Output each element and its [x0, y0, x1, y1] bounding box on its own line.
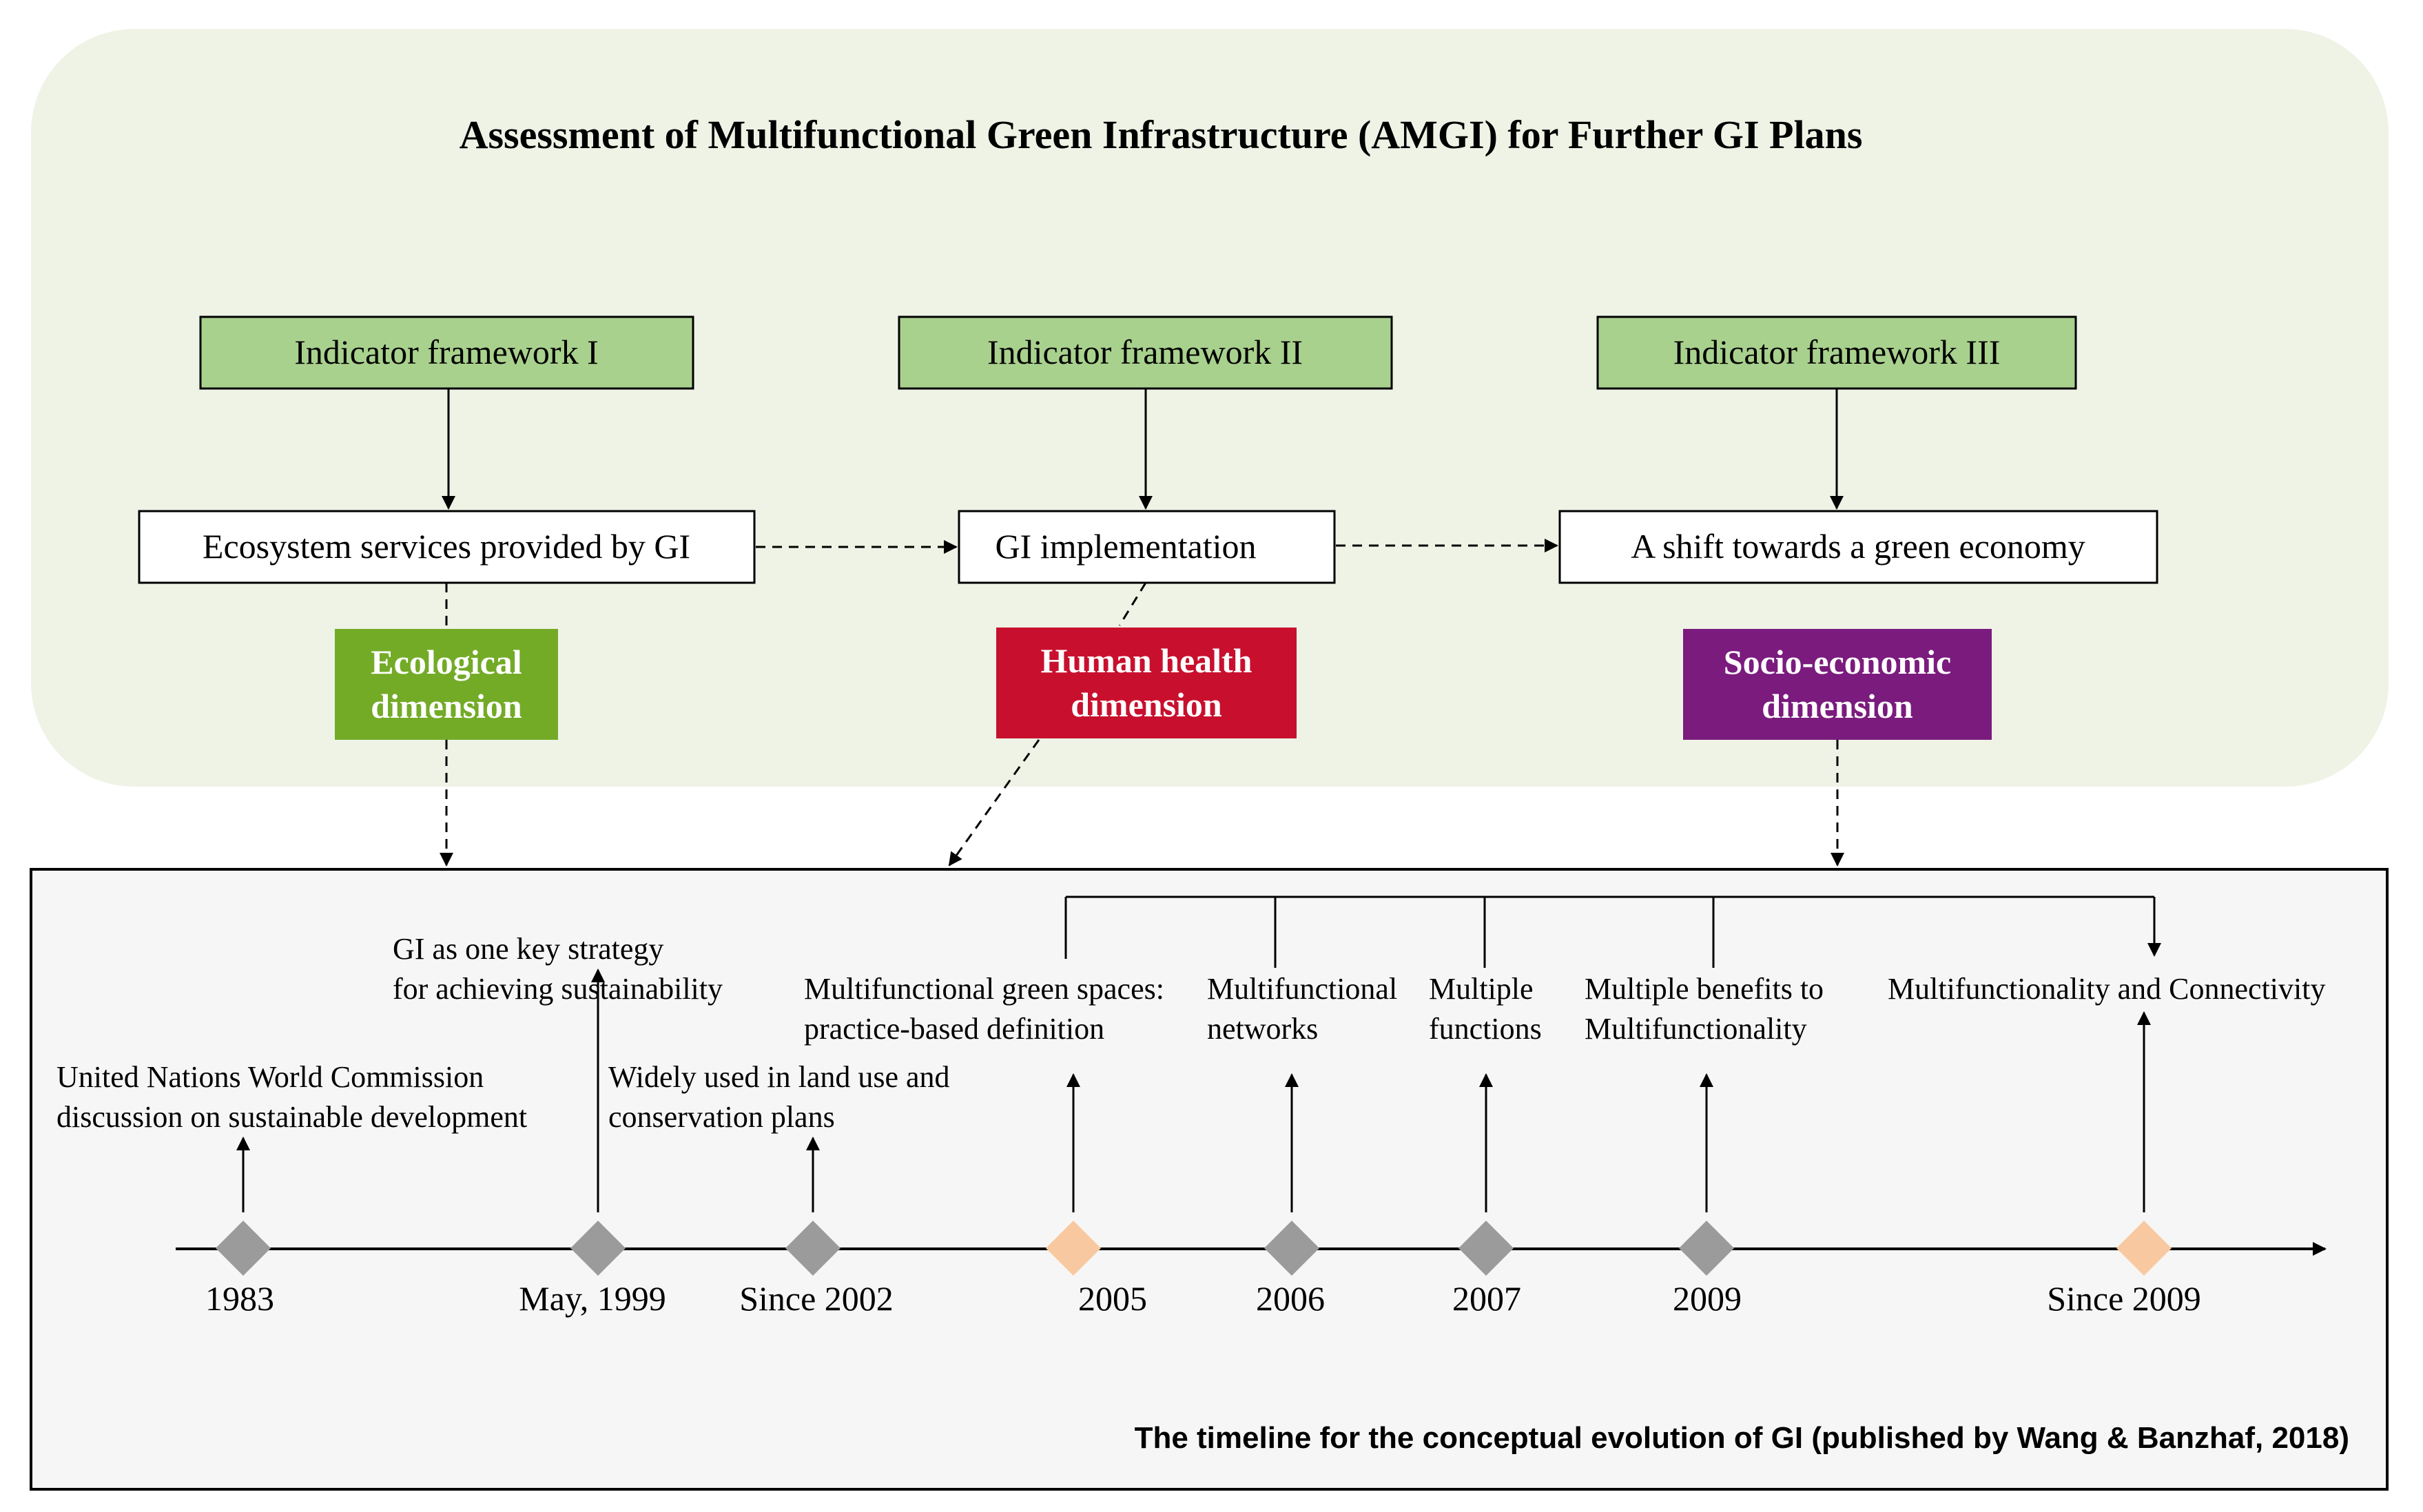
event-desc-2009-line2: Multifunctionality — [1585, 1012, 1807, 1046]
event-marker-may-1999 — [570, 1221, 626, 1276]
event-year-2006: 2006 — [1256, 1279, 1325, 1318]
framework-label-1: Indicator framework I — [294, 333, 598, 371]
stage-label-3: A shift towards a green economy — [1631, 527, 2085, 566]
event-marker-2006 — [1264, 1221, 1319, 1276]
event-marker-since-2009 — [2116, 1221, 2172, 1276]
timeline-event-since-2009: Since 2009 Multifunctionality and Connec… — [1888, 972, 2325, 1318]
framework-label-2: Indicator framework II — [987, 333, 1303, 371]
event-desc-2007-line2: functions — [1429, 1012, 1542, 1046]
event-year-since-2009: Since 2009 — [2047, 1279, 2201, 1318]
event-desc-2005-line2: practice-based definition — [804, 1012, 1104, 1046]
dimension-label-socio-economic-line1: Socio-economic — [1724, 643, 1951, 681]
event-desc-since-2002-line2: conservation plans — [608, 1100, 835, 1134]
timeline-event-1983: 1983 United Nations World Commission dis… — [56, 1060, 527, 1318]
event-marker-2009 — [1679, 1221, 1734, 1276]
dimension-label-ecological-line2: dimension — [371, 687, 522, 725]
event-desc-2005-line1: Multifunctional green spaces: — [804, 972, 1164, 1006]
event-year-since-2002: Since 2002 — [739, 1279, 894, 1318]
event-year-may-1999: May, 1999 — [519, 1279, 666, 1318]
framework-box-1: Indicator framework I — [199, 315, 694, 390]
assessment-panel — [31, 29, 2389, 787]
event-desc-since-2002-line1: Widely used in land use and — [608, 1060, 950, 1094]
event-desc-since-2009-line1: Multifunctionality and Connectivity — [1888, 972, 2325, 1006]
event-year-2005: 2005 — [1078, 1279, 1147, 1318]
event-marker-2007 — [1458, 1221, 1514, 1276]
timeline-event-2009: 2009 Multiple benefits to Multifunctiona… — [1585, 972, 1824, 1318]
framework-box-3: Indicator framework III — [1596, 315, 2077, 390]
event-marker-since-2002 — [785, 1221, 841, 1276]
event-desc-may-1999-line1: GI as one key strategy — [393, 932, 663, 966]
timeline-caption: The timeline for the conceptual evolutio… — [1135, 1421, 2349, 1455]
timeline-events: 1983 United Nations World Commission dis… — [56, 932, 2325, 1318]
stage-dimension-link-2 — [1118, 582, 1147, 626]
stage-label-2: GI implementation — [995, 527, 1256, 566]
stage-box-1: Ecosystem services provided by GI — [138, 510, 756, 584]
framework-label-3: Indicator framework III — [1673, 333, 2001, 371]
timeline-event-may-1999: May, 1999 GI as one key strategy for ach… — [393, 932, 723, 1318]
event-marker-1983 — [216, 1221, 271, 1276]
dimension-label-socio-economic-line2: dimension — [1762, 687, 1913, 725]
event-year-2007: 2007 — [1452, 1279, 1521, 1318]
framework-box-2: Indicator framework II — [898, 315, 1393, 390]
dimension-box-ecological: Ecological dimension — [335, 629, 558, 740]
event-desc-may-1999-line2: for achieving sustainability — [393, 972, 723, 1006]
event-desc-1983-line2: discussion on sustainable development — [56, 1100, 527, 1134]
dimension-box-socio-economic: Socio-economic dimension — [1683, 629, 1992, 740]
event-desc-2006-line2: networks — [1207, 1012, 1318, 1046]
dimension-label-ecological-line1: Ecological — [371, 643, 522, 681]
dimension-box-human-health: Human health dimension — [996, 628, 1297, 738]
timeline-event-2006: 2006 Multifunctional networks — [1207, 972, 1397, 1318]
event-desc-2007-line1: Multiple — [1429, 972, 1534, 1006]
event-desc-2009-line1: Multiple benefits to — [1585, 972, 1824, 1006]
event-year-1983: 1983 — [205, 1279, 274, 1318]
stage-box-3: A shift towards a green economy — [1558, 510, 2158, 584]
dimension-label-human-health-line2: dimension — [1071, 685, 1222, 724]
event-marker-2005 — [1046, 1221, 1101, 1276]
timeline-event-since-2002: Since 2002 Widely used in land use and c… — [608, 1060, 950, 1318]
diagram-title: Assessment of Multifunctional Green Infr… — [460, 112, 1863, 157]
timeline-event-2005: 2005 Multifunctional green spaces: pract… — [804, 972, 1164, 1318]
timeline-event-2007: 2007 Multiple functions — [1429, 972, 1542, 1318]
dimension-timeline-arrow-human-health — [948, 739, 1040, 867]
stage-box-2: GI implementation — [958, 510, 1336, 584]
timeline-panel — [30, 868, 2389, 1491]
multifunctionality-bracket — [1064, 895, 2161, 968]
dimension-label-human-health-line1: Human health — [1040, 641, 1252, 680]
event-desc-2006-line1: Multifunctional — [1207, 972, 1397, 1006]
event-year-2009: 2009 — [1673, 1279, 1742, 1318]
event-desc-1983-line1: United Nations World Commission — [56, 1060, 484, 1094]
stage-label-1: Ecosystem services provided by GI — [203, 527, 690, 566]
